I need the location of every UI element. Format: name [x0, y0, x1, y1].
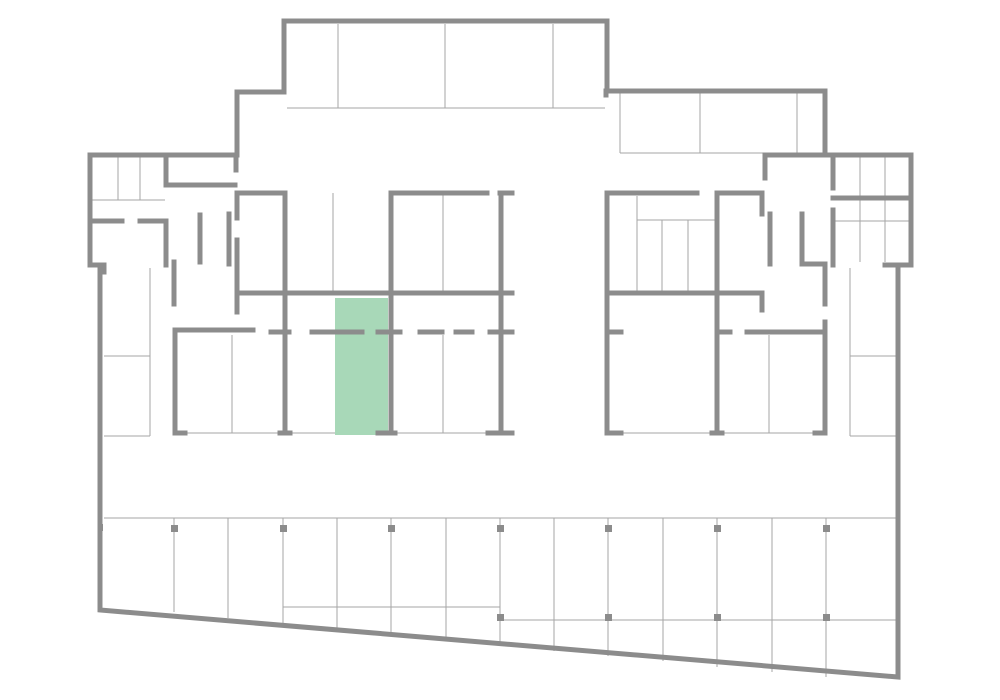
right-core-walls — [762, 152, 914, 268]
space-col3-row2[interactable] — [335, 298, 388, 435]
parking-spaces — [335, 298, 388, 435]
center-left-block-walls — [172, 190, 515, 436]
center-right-block-walls — [604, 190, 828, 436]
structural-posts — [98, 524, 830, 621]
left-core-walls — [88, 152, 239, 307]
